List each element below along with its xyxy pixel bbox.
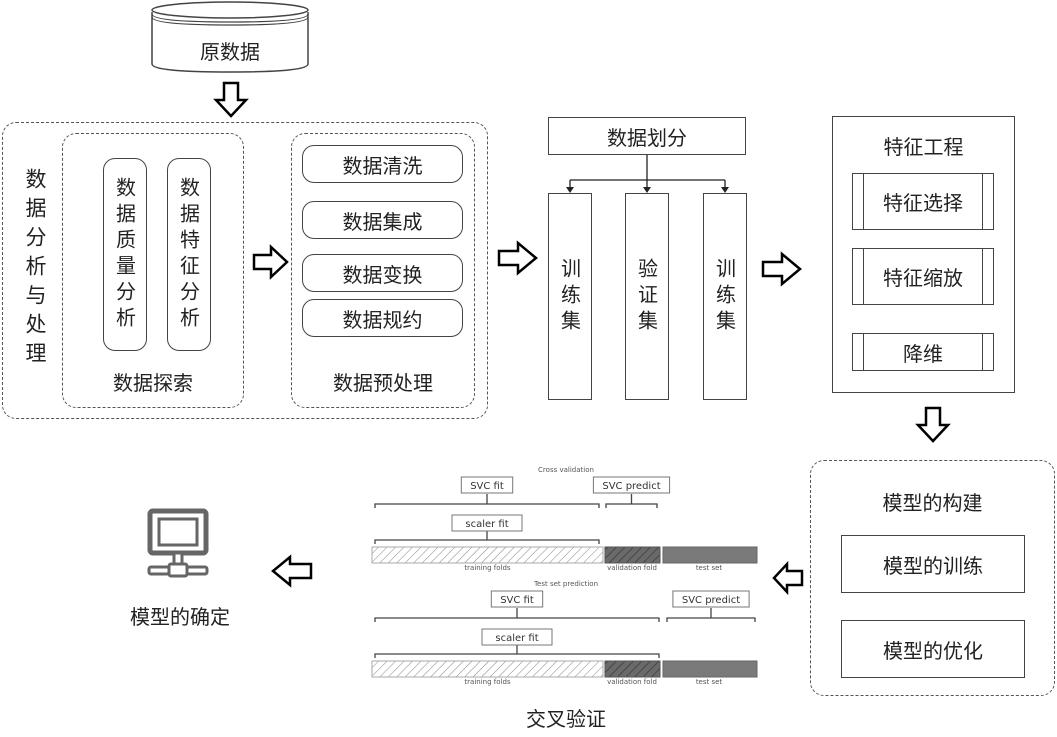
validation-fold-bar [604,660,661,678]
final-model-label: 模型的确定 [130,605,230,629]
svc-predict-label-box [672,590,750,608]
segment-label: test set [696,678,723,686]
test-set-bar [662,546,758,564]
exploration-group [62,133,244,408]
split-set: 训练集 [548,193,592,400]
feature-engineering-item: 降维 [852,333,994,371]
model-building-group [810,460,1055,696]
svc-predict-label-box [592,476,671,494]
feature-engineering-item-label: 特征缩放 [883,266,963,290]
test-set-bar [662,660,758,678]
feature-engineering-item-label: 特征选择 [883,191,963,215]
split-set-label: 训练集 [712,257,737,336]
arrow-left-icon [772,560,804,596]
segment-label: training folds [464,564,510,572]
preprocessing-item: 数据变换 [302,254,463,292]
cross-validation-caption: 交叉验证 [526,707,606,731]
arrow-down-icon [213,81,249,118]
analysis-group [2,122,488,419]
scaler-fit-bracket [374,530,600,544]
split-set: 训练集 [703,193,747,400]
preprocessing-item-label: 数据清洗 [342,153,423,178]
split-title-box: 数据划分 [548,117,746,155]
database-cylinder-icon [151,1,309,73]
split-set-label: 训练集 [557,257,582,336]
segment-label: validation fold [607,678,657,686]
svc-fit-label: SVC fit [470,481,504,492]
cv-panel-title: Cross validation [538,466,594,474]
svc-predict-label: SVC predict [682,595,740,606]
model-building-title: 模型的构建 [882,491,983,515]
scaler-fit-label-box [481,628,553,646]
svc-fit-label-box [490,590,544,608]
svc-predict-bracket [666,608,756,622]
model-building-item-label: 模型的优化 [883,638,983,663]
raw-data-label: 原数据 [200,40,260,64]
scaler-fit-label: scaler fit [465,519,508,530]
exploration-item: 数据质量分析 [103,158,147,351]
preprocessing-group [291,133,475,408]
preprocessing-title: 数据预处理 [333,371,433,395]
split-set: 验证集 [625,193,669,400]
preprocessing-item: 数据集成 [302,201,463,239]
training-folds-bar [371,660,604,678]
preprocessing-item-label: 数据规约 [342,307,423,332]
exploration-item: 数据特征分析 [167,158,211,351]
arrow-down-icon [915,406,951,443]
svc-predict-label: SVC predict [602,481,660,492]
segment-label: training folds [464,678,510,686]
computer-network-icon [147,508,209,578]
svc-fit-label: SVC fit [500,595,534,606]
validation-fold-bar [604,546,661,564]
preprocessing-item-label: 数据集成 [342,209,423,234]
exploration-title: 数据探索 [113,371,193,395]
svc-fit-bracket [374,608,660,622]
feature-engineering-title: 特征工程 [883,135,964,159]
segment-label: validation fold [607,564,657,572]
arrow-right-icon [497,240,538,276]
svc-fit-bracket [374,494,600,508]
model-building-item: 模型的优化 [841,620,1025,678]
svc-fit-label-box [460,476,514,494]
exploration-item-label: 数据质量分析 [112,176,137,333]
segment-label: test set [696,564,723,572]
svc-predict-bracket [605,494,658,508]
preprocessing-item-label: 数据变换 [342,262,423,287]
scaler-fit-label: scaler fit [495,633,538,644]
preprocessing-item: 数据规约 [302,299,463,337]
arrow-left-icon [271,554,313,588]
scaler-fit-label-box [451,514,523,532]
split-set-label: 验证集 [634,257,659,336]
model-building-item: 模型的训练 [841,535,1025,593]
feature-engineering-item-label: 降维 [903,341,943,366]
model-building-item-label: 模型的训练 [883,553,983,578]
cv-panel-title: Test set prediction [533,580,598,588]
preprocessing-item: 数据清洗 [302,145,463,183]
exploration-item-label: 数据特征分析 [176,176,201,333]
feature-engineering-item: 特征选择 [852,173,994,230]
split-connector [566,155,729,193]
arrow-right-icon [761,251,802,287]
analysis-title: 数据分析与处理 [23,168,47,371]
training-folds-bar [371,546,604,564]
feature-engineering-item: 特征缩放 [852,248,994,305]
arrow-right-icon [252,244,289,280]
scaler-fit-bracket [374,644,660,658]
split-title: 数据划分 [607,125,687,150]
